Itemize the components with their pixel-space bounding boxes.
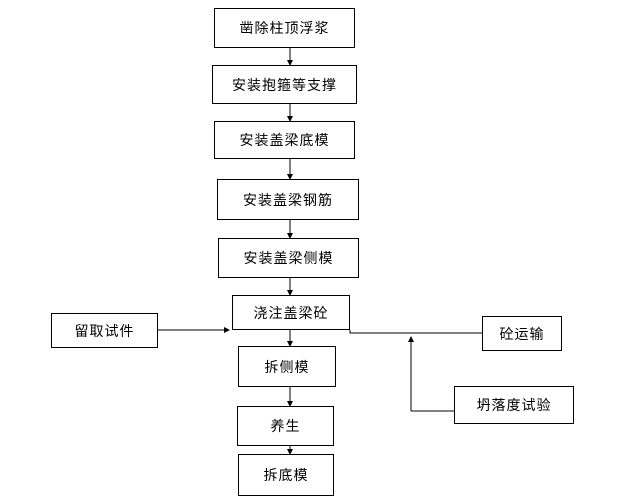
step-label: 拆侧模 (264, 359, 310, 376)
step-remove-bottom-form: 拆底模 (238, 454, 334, 496)
step-curing: 养生 (237, 406, 334, 446)
side-label: 坍落度试验 (476, 398, 552, 414)
step-install-rebar: 安装盖梁钢筋 (217, 179, 359, 220)
step-label: 养生 (270, 419, 301, 435)
step-install-bottom-form: 安装盖梁底模 (214, 121, 355, 159)
step-label: 拆底模 (263, 468, 309, 484)
step-label: 凿除柱顶浮浆 (239, 21, 330, 37)
side-concrete-transport: 砼运输 (482, 316, 562, 351)
step-label: 安装抱箍等支撑 (232, 77, 337, 94)
step-label: 浇注盖梁砼 (253, 305, 329, 322)
side-slump-test: 坍落度试验 (454, 386, 574, 424)
step-pour-concrete: 浇注盖梁砼 (232, 295, 350, 330)
line-pour-to-transport (349, 330, 482, 334)
step-label: 安装盖梁钢筋 (243, 192, 333, 209)
side-label: 砼运输 (499, 326, 545, 343)
step-label: 安装盖梁底模 (239, 133, 330, 149)
step-label: 安装盖梁侧模 (243, 251, 334, 267)
side-specimen-sampling: 留取试件 (51, 313, 158, 348)
step-chisel-laitance: 凿除柱顶浮浆 (214, 8, 355, 48)
side-label: 留取试件 (74, 323, 135, 340)
step-remove-side-form: 拆侧模 (238, 346, 336, 387)
step-install-side-form: 安装盖梁侧模 (218, 238, 359, 278)
step-install-hoop-support: 安装抱箍等支撑 (212, 65, 357, 104)
